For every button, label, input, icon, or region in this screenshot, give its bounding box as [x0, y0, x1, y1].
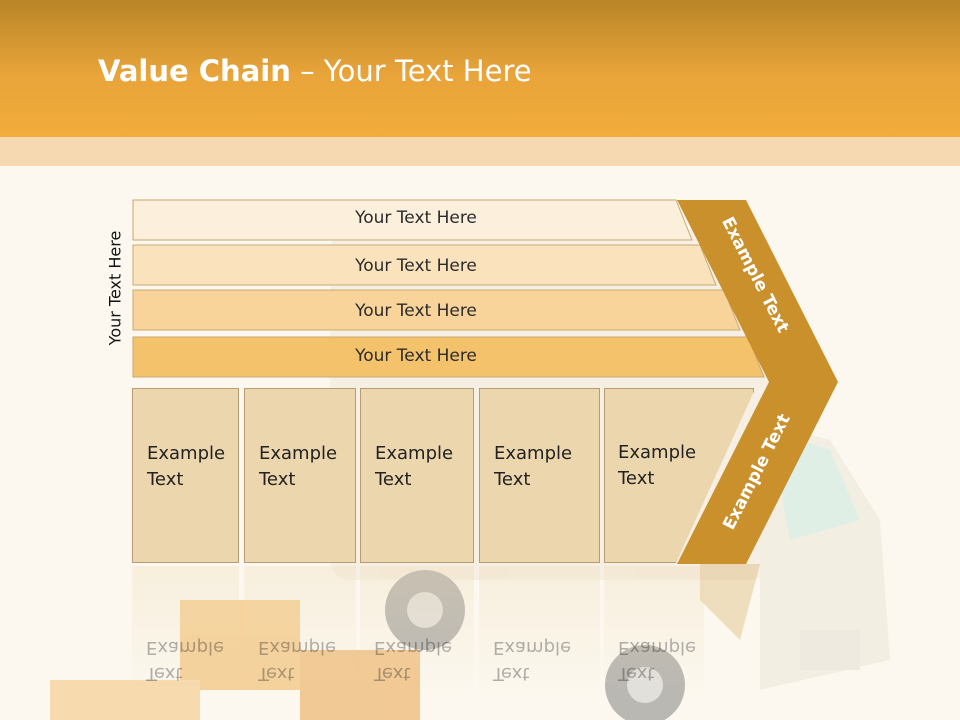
title-rest: – Your Text Here [290, 54, 532, 88]
cardboard-box-3 [50, 680, 200, 720]
bar-label-3: Your Text Here [355, 301, 477, 321]
title-bold: Value Chain [98, 54, 291, 88]
side-label: Your Text Here [105, 230, 125, 346]
header-band [0, 137, 960, 166]
bar-label-1: Your Text Here [355, 208, 477, 228]
cardboard-box-2 [300, 650, 420, 720]
bar-label-2: Your Text Here [355, 256, 477, 276]
header-bar [0, 0, 960, 137]
truck-wheel-front [605, 645, 685, 720]
truck-wheel-rear [385, 570, 465, 650]
bar-label-4: Your Text Here [355, 346, 477, 366]
truck-grille [800, 630, 860, 670]
slide-title: Value Chain – Your Text Here [98, 54, 532, 88]
cardboard-box-1 [180, 600, 300, 690]
